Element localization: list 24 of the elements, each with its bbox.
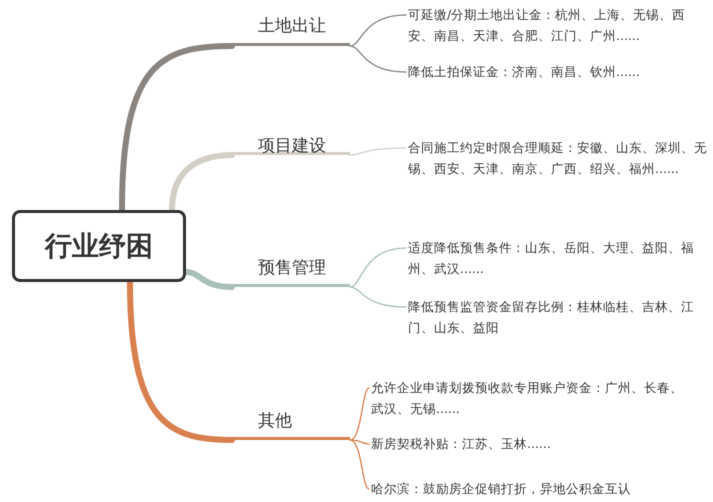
subtopic-text: 允许企业申请划拨预收款专用账户资金：广州、长春、武汉、无锡......	[371, 377, 683, 421]
connector-line	[349, 147, 407, 156]
branch-topic: 项目建设	[232, 130, 350, 155]
subtopic-text: 适度降低预售条件：山东、岳阳、大理、益阳、福州、武汉......	[408, 237, 710, 281]
subtopic-text: 可延缴/分期土地出让金：杭州、上海、无锡、西安、南昌、天津、合肥、江门、广州......	[408, 4, 710, 48]
subtopic-text: 降低土拍保证金：济南、南昌、钦州......	[408, 61, 710, 83]
connector-line	[349, 439, 370, 490]
connector-line	[349, 439, 370, 445]
subtopic-text: 新房契税补贴：江苏、玉林......	[371, 433, 683, 455]
branch-line	[119, 43, 235, 213]
subtopic-text: 合同施工约定时限合理顺延：安徽、山东、深圳、无锡、西安、天津、南京、广西、绍兴、福州......	[408, 137, 710, 201]
central-topic-box: 行业纾困	[12, 210, 186, 282]
subtopic-text: 哈尔滨：鼓励房企促销打折，异地公积金互认	[371, 478, 701, 500]
connector-line	[349, 14, 407, 47]
connector-line	[349, 45, 407, 73]
branch-topic: 其他	[232, 405, 350, 440]
connector-line	[349, 286, 407, 308]
branch-topic: 土地出让	[232, 10, 350, 46]
branch-line	[169, 152, 235, 213]
connector-line	[349, 247, 407, 288]
branch-topic: 预售管理	[232, 252, 350, 287]
connector-line	[349, 387, 370, 441]
branch-line	[127, 279, 235, 443]
subtopic-text: 降低预售监管资金留存比例：桂林临桂、吉林、江门、山东、益阳	[408, 296, 710, 340]
